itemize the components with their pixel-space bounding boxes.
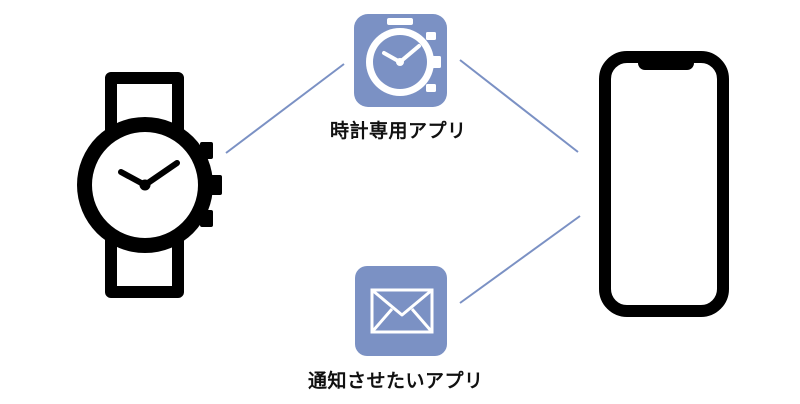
watch-app-label: 時計専用アプリ [330, 120, 467, 142]
notify-app-label: 通知させたいアプリ [308, 370, 484, 392]
smartphone-icon [599, 51, 729, 317]
watch-app-icon [354, 14, 447, 107]
mail-icon [355, 266, 447, 356]
connector-notify-app-to-phone [459, 215, 581, 304]
wristwatch-icon [77, 72, 222, 298]
connector-watch-app-to-phone [459, 59, 579, 153]
connector-watch-to-watch-app [225, 63, 345, 154]
